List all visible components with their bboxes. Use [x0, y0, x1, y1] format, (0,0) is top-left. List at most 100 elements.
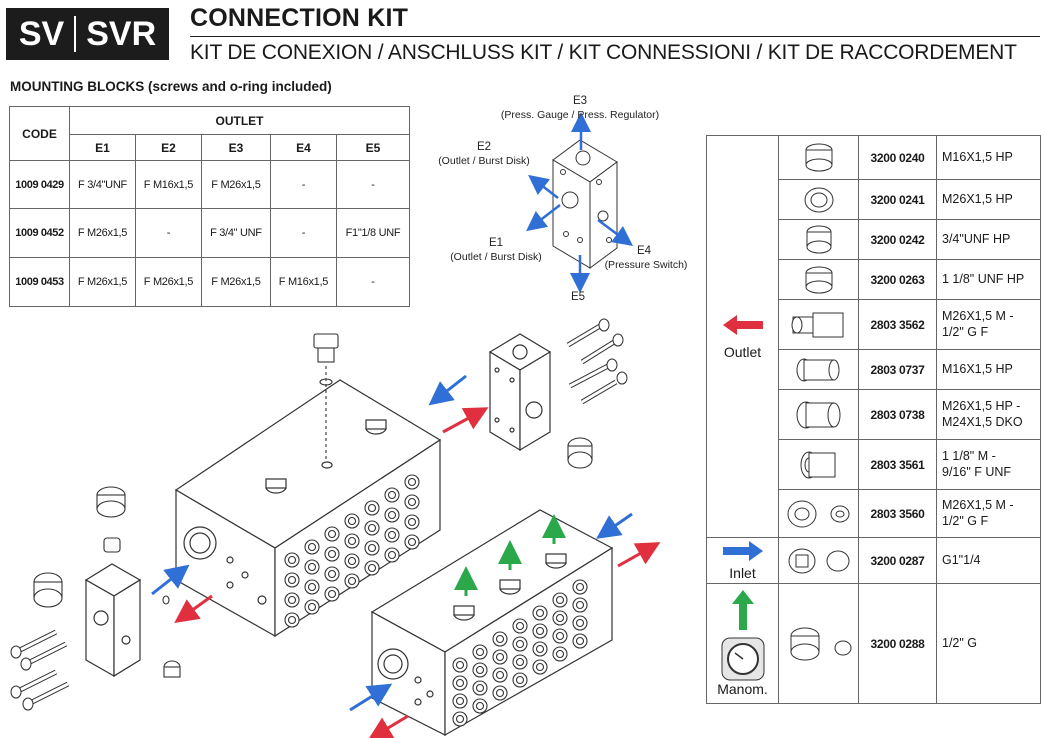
e3-desc: (Press. Gauge / Press. Regulator) — [501, 109, 659, 121]
kit-desc: M16X1,5 HP — [936, 349, 1041, 390]
e2-label: E2 — [477, 141, 491, 153]
fitting-icon — [778, 439, 859, 490]
e1-desc: (Outlet / Burst Disk) — [450, 251, 542, 263]
port-hole-inner — [455, 660, 465, 670]
lower-manifold-ports — [452, 579, 588, 727]
port-hole-inner — [455, 678, 465, 688]
port-hole-inner — [347, 536, 357, 546]
e2-desc: (Outlet / Burst Disk) — [438, 155, 530, 167]
manom-arrow-icon — [731, 590, 754, 630]
kit-row: 2803 0738 M26X1,5 HP -M24X1,5 DKO — [707, 389, 1041, 440]
col-e5: E5 — [335, 134, 411, 161]
kit-desc-line1: 1 1/8" M - — [942, 448, 996, 463]
port-hole-inner — [287, 575, 297, 585]
kit-code: 2803 3561 — [858, 439, 937, 490]
port-hole-inner — [555, 595, 565, 605]
kit-row: 3200 0263 1 1/8" UNF HP — [707, 259, 1041, 300]
upper-mounting-block — [488, 333, 552, 452]
cell-e3: F M26x1,5 — [200, 257, 271, 307]
port-hole-inner — [307, 542, 317, 552]
cell-e1: F M26x1,5 — [69, 257, 136, 307]
port-hole-inner — [327, 549, 337, 559]
port-hole-inner — [307, 582, 317, 592]
kit-desc: 3/4"UNF HP — [936, 219, 1041, 260]
kit-code: 3200 0288 — [858, 583, 937, 704]
port-hole-inner — [535, 644, 545, 654]
port-hole-inner — [495, 652, 505, 662]
inlet-group: Inlet — [706, 537, 779, 584]
kit-row: 2803 0737 M16X1,5 HP — [707, 349, 1041, 390]
port-hole-inner — [495, 688, 505, 698]
kit-desc: 1 1/8" M -9/16" F UNF — [936, 439, 1041, 490]
port-hole-inner — [555, 649, 565, 659]
kit-desc-line1: M26X1,5 HP - — [942, 398, 1021, 413]
kit-code: 3200 0241 — [858, 179, 937, 220]
port-hole-inner — [535, 608, 545, 618]
cell-e5: - — [335, 257, 411, 307]
e4-label: E4 — [637, 245, 652, 257]
kit-row: Manom. 3200 0288 1/2" G — [706, 583, 1041, 704]
flow-arrows — [151, 374, 661, 738]
port-hole-inner — [555, 613, 565, 623]
kit-desc: M26X1,5 HP — [936, 179, 1041, 220]
fitting-icon — [778, 259, 859, 300]
port-hole-inner — [535, 626, 545, 636]
port-hole-inner — [535, 662, 545, 672]
cell-e2: F M26x1,5 — [134, 257, 202, 307]
mounting-blocks-title: MOUNTING BLOCKS (screws and o-ring inclu… — [10, 79, 332, 94]
port-hole-inner — [575, 600, 585, 610]
port-hole-inner — [327, 569, 337, 579]
port-hole-inner — [287, 615, 297, 625]
port-hole-inner — [407, 517, 417, 527]
port-hole-inner — [515, 621, 525, 631]
title-divider — [190, 36, 1040, 37]
kit-desc: M26X1,5 M -1/2" G F — [936, 489, 1041, 538]
port-hole-inner — [555, 631, 565, 641]
kit-code: 2803 0737 — [858, 349, 937, 390]
kit-desc: G1"1/4 — [936, 537, 1041, 584]
kit-code: 3200 0242 — [858, 219, 937, 260]
port-hole-inner — [387, 490, 397, 500]
series-badge: SV SVR — [6, 8, 169, 60]
port-hole-inner — [367, 523, 377, 533]
kit-desc-line1: M26X1,5 M - — [942, 497, 1014, 512]
kit-desc: M26X1,5 HP -M24X1,5 DKO — [936, 389, 1041, 440]
port-hole-inner — [367, 543, 377, 553]
port-arrows — [526, 112, 634, 293]
kit-code: 2803 3562 — [858, 299, 937, 350]
kit-desc-line2: 1/2" G F — [942, 513, 989, 528]
kit-code: 3200 0240 — [858, 135, 937, 180]
port-hole-inner — [407, 477, 417, 487]
port-hole-inner — [575, 636, 585, 646]
fitting-icon — [778, 349, 859, 390]
fitting-icon — [778, 219, 859, 260]
plug-fittings — [33, 333, 593, 678]
port-hole-inner — [327, 529, 337, 539]
kit-row: 2803 3561 1 1/8" M -9/16" F UNF — [707, 439, 1041, 490]
port-hole-inner — [407, 537, 417, 547]
cell-e2: F M16x1,5 — [134, 160, 202, 209]
cell-e4: - — [269, 208, 337, 258]
badge-separator — [74, 16, 77, 52]
port-hole-inner — [515, 639, 525, 649]
port-hole-inner — [515, 675, 525, 685]
port-hole-inner — [307, 602, 317, 612]
port-hole-inner — [347, 516, 357, 526]
kit-desc-line2: M24X1,5 DKO — [942, 414, 1023, 429]
outlet-label: Outlet — [723, 344, 762, 360]
port-hole-inner — [515, 657, 525, 667]
kit-code: 3200 0287 — [858, 537, 937, 584]
kit-desc-line1: M26X1,5 M - — [942, 308, 1014, 323]
kit-row: 2803 3560 M26X1,5 M -1/2" G F — [707, 489, 1041, 538]
badge-sv: SV — [18, 14, 65, 53]
port-hole-inner — [367, 563, 377, 573]
table-row: 1009 0429 F 3/4"UNF F M16x1,5 F M26x1,5 … — [9, 160, 411, 209]
row-code: 1009 0453 — [9, 257, 70, 307]
port-hole-inner — [575, 582, 585, 592]
badge-svr: SVR — [86, 14, 157, 53]
e1-label: E1 — [489, 237, 503, 249]
kit-desc: 1 1/8" UNF HP — [936, 259, 1041, 300]
port-hole-inner — [307, 562, 317, 572]
port-hole-inner — [407, 497, 417, 507]
